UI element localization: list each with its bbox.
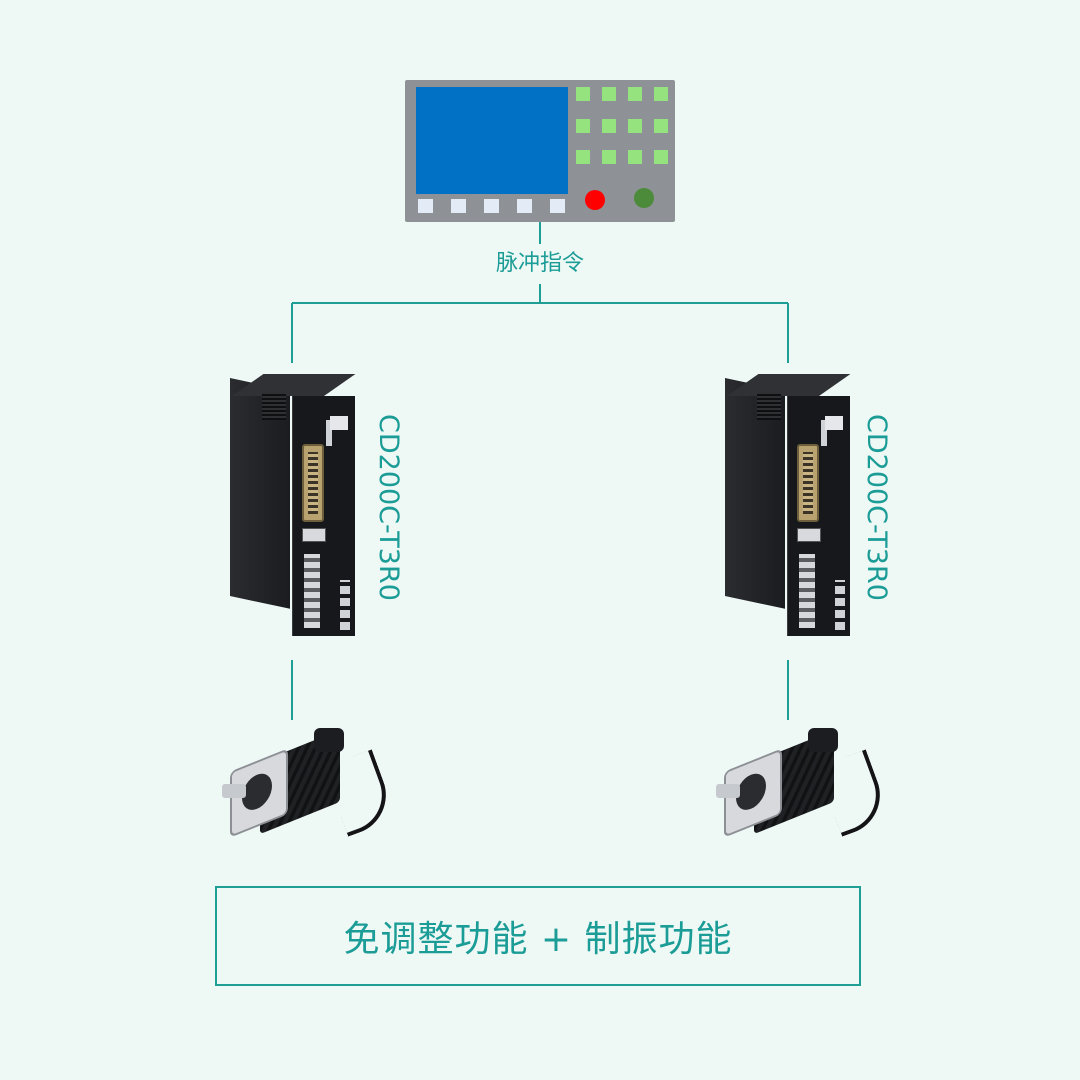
driver-top-panel xyxy=(727,374,851,396)
driver-brand-label xyxy=(821,420,827,446)
plc-controller-icon xyxy=(405,80,675,222)
controller-screen xyxy=(416,87,568,194)
driver-db-connector xyxy=(797,444,819,522)
driver-model-label: CD200C-T3R0 xyxy=(373,414,404,601)
driver-indicator-column xyxy=(835,580,845,630)
controller-function-key xyxy=(484,199,499,213)
controller-function-key xyxy=(550,199,565,213)
controller-key xyxy=(602,150,616,164)
controller-key xyxy=(602,87,616,101)
controller-key xyxy=(654,119,668,133)
servo-driver-icon xyxy=(230,374,356,636)
controller-key xyxy=(602,119,616,133)
servo-driver-icon xyxy=(725,374,851,636)
driver-terminal-block xyxy=(799,554,815,628)
feature-box: 免调整功能 + 制振功能 xyxy=(215,886,861,986)
motor-encoder-cap xyxy=(314,728,344,752)
driver-terminal-block xyxy=(304,554,320,628)
controller-key xyxy=(654,87,668,101)
servo-motor-icon xyxy=(716,728,892,838)
controller-key xyxy=(628,87,642,101)
controller-function-key xyxy=(451,199,466,213)
controller-key xyxy=(576,87,590,101)
controller-function-key xyxy=(517,199,532,213)
stop-button-icon xyxy=(585,190,605,210)
driver-top-panel xyxy=(232,374,356,396)
driver-usb-port-icon xyxy=(797,528,821,542)
driver-indicator-column xyxy=(340,580,350,630)
driver-qr-icon xyxy=(825,416,843,430)
driver-vent xyxy=(757,392,781,420)
controller-key xyxy=(576,119,590,133)
driver-vent xyxy=(262,392,286,420)
motor-shaft xyxy=(222,784,246,798)
driver-usb-port-icon xyxy=(302,528,326,542)
motor-encoder-cap xyxy=(808,728,838,752)
driver-model-label: CD200C-T3R0 xyxy=(861,414,892,601)
driver-qr-icon xyxy=(330,416,348,430)
controller-function-key xyxy=(418,199,433,213)
driver-db-connector xyxy=(302,444,324,522)
controller-key xyxy=(654,150,668,164)
pulse-command-label: 脉冲指令 xyxy=(466,244,614,284)
servo-motor-icon xyxy=(222,728,398,838)
feature-text: 免调整功能 + 制振功能 xyxy=(343,919,733,960)
motor-shaft xyxy=(716,784,740,798)
controller-key xyxy=(628,150,642,164)
controller-key xyxy=(628,119,642,133)
controller-key xyxy=(576,150,590,164)
start-button-icon xyxy=(634,188,654,208)
driver-brand-label xyxy=(326,420,332,446)
